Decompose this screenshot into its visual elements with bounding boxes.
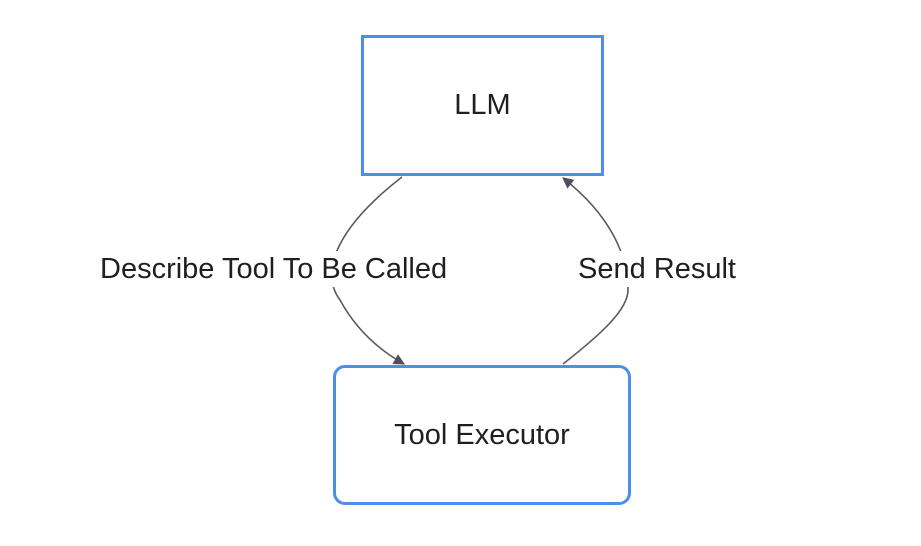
edge-label-describe-tool: Describe Tool To Be Called — [96, 251, 452, 287]
edge-tool-executor-to-llm — [562, 177, 629, 365]
edge-label-send-result: Send Result — [574, 251, 740, 287]
node-tool-executor: Tool Executor — [333, 365, 631, 505]
node-llm: LLM — [361, 35, 604, 176]
node-llm-label: LLM — [454, 89, 511, 121]
edge-llm-to-tool-executor — [330, 176, 405, 365]
node-tool-executor-label: Tool Executor — [394, 418, 570, 451]
